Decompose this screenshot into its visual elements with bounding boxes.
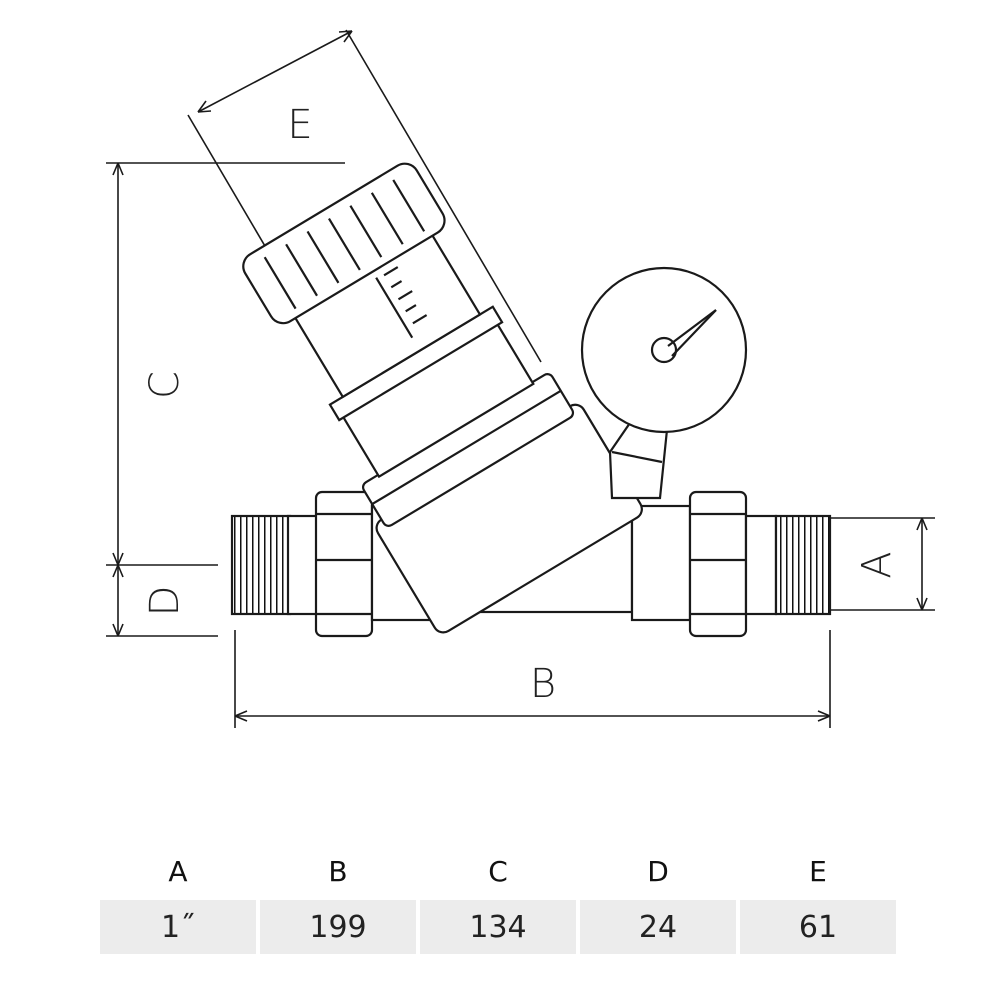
pressure-gauge bbox=[580, 266, 748, 500]
header-a: A bbox=[168, 854, 188, 888]
label-a: A bbox=[854, 551, 900, 578]
left-thread bbox=[230, 514, 292, 616]
table-values-row: 1˝ 199 134 24 61 bbox=[100, 900, 896, 954]
header-b: B bbox=[328, 854, 348, 888]
label-c: C bbox=[142, 371, 188, 399]
value-b: 199 bbox=[260, 900, 416, 954]
header-e: E bbox=[809, 854, 827, 888]
dimension-labels: E C D A B bbox=[142, 102, 900, 707]
label-b: B bbox=[530, 661, 556, 707]
table-header-row: A B C D E bbox=[100, 842, 896, 900]
value-c: 134 bbox=[420, 900, 576, 954]
value-e: 61 bbox=[740, 900, 896, 954]
label-d: D bbox=[142, 586, 188, 617]
pressure-regulator-cartridge bbox=[242, 162, 643, 634]
dimension-table: A B C D E 1˝ 199 134 24 61 bbox=[100, 842, 896, 954]
header-c: C bbox=[488, 854, 508, 888]
value-d: 24 bbox=[580, 900, 736, 954]
right-thread bbox=[774, 514, 832, 616]
dimension-lines bbox=[106, 29, 935, 728]
header-d: D bbox=[647, 854, 669, 888]
label-e: E bbox=[287, 102, 312, 148]
value-a: 1˝ bbox=[100, 900, 256, 954]
valve-technical-drawing: E C D A B bbox=[106, 29, 935, 728]
